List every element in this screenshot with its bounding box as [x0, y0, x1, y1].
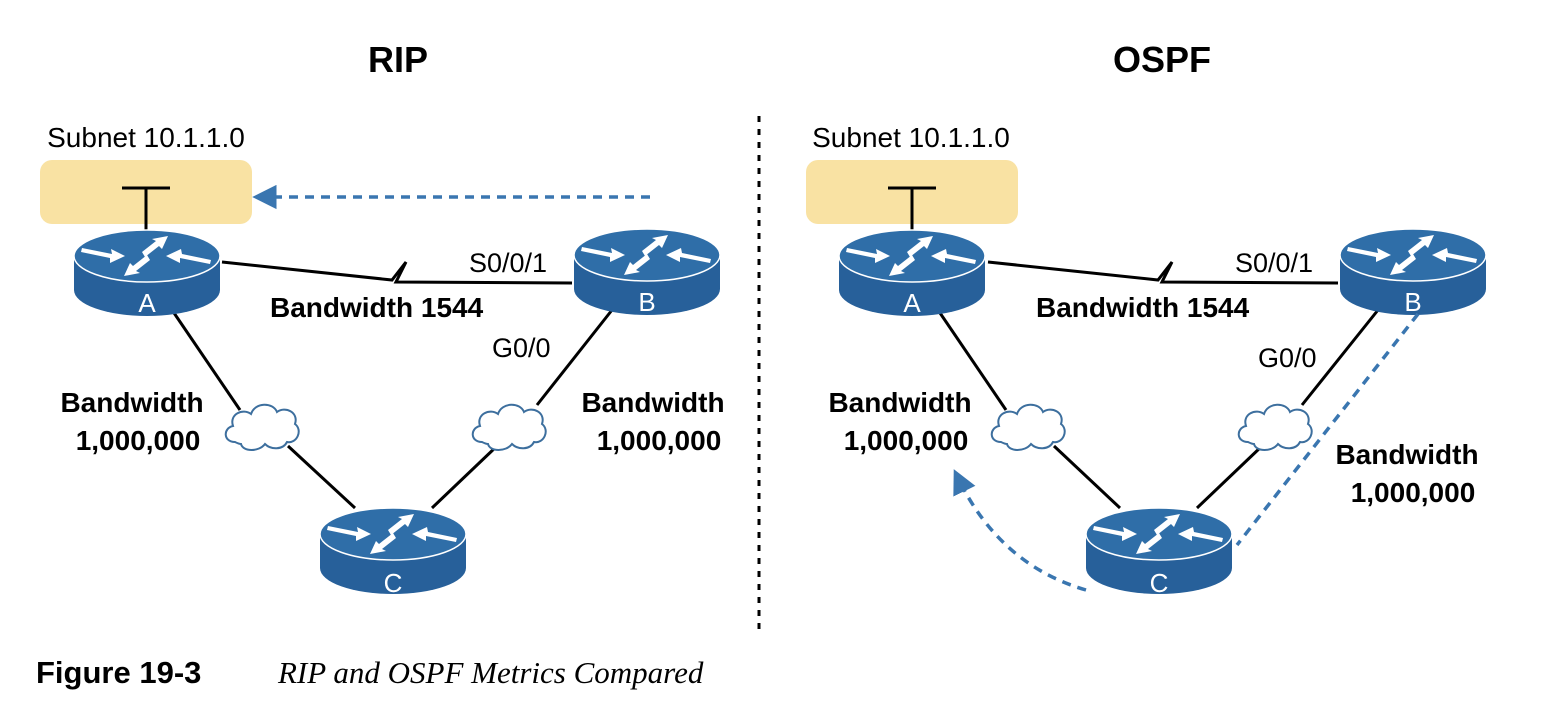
rip-left-bandwidth-value: 1,000,000	[76, 425, 201, 456]
rip-subnet-connector	[122, 186, 170, 232]
ospf-router-c-label: C	[1150, 568, 1169, 598]
rip-router-c-label: C	[384, 568, 403, 598]
rip-link-cloud-b	[535, 309, 614, 406]
ospf-subnet-connector	[888, 186, 936, 232]
ospf-link-c-cloud	[1195, 444, 1264, 510]
rip-interface-s001: S0/0/1	[469, 248, 547, 278]
rip-link-a-cloud	[170, 309, 242, 411]
ospf-right-bandwidth-value: 1,000,000	[1351, 477, 1476, 508]
ospf-panel: OSPF Subnet 10.1.1.0 A B C S0/0/1 Bandwi…	[806, 39, 1487, 598]
rip-right-bandwidth-value: 1,000,000	[597, 425, 722, 456]
ospf-serial-link	[987, 260, 1339, 285]
rip-title: RIP	[368, 39, 428, 80]
ospf-link-cloud-c	[1052, 444, 1122, 510]
ospf-right-bandwidth-word: Bandwidth	[1335, 439, 1478, 470]
figure-caption-label: Figure 19-3	[36, 655, 201, 690]
rip-cloud-left-icon	[224, 403, 300, 452]
rip-subnet-label: Subnet 10.1.1.0	[47, 122, 245, 153]
figure-caption-text: RIP and OSPF Metrics Compared	[277, 655, 704, 690]
ospf-cloud-left-icon	[990, 403, 1066, 452]
rip-serial-bandwidth: Bandwidth 1544	[270, 292, 484, 323]
ospf-title: OSPF	[1113, 39, 1211, 80]
rip-link-c-cloud	[430, 444, 499, 510]
figure-caption: Figure 19-3 RIP and OSPF Metrics Compare…	[36, 655, 704, 690]
ospf-route-path-b-c	[1235, 312, 1420, 547]
ospf-serial-bandwidth: Bandwidth 1544	[1036, 292, 1250, 323]
ospf-left-bandwidth-value: 1,000,000	[844, 425, 969, 456]
rip-router-b-label: B	[638, 287, 655, 317]
rip-cloud-right-icon	[471, 403, 547, 452]
ospf-route-arrow	[953, 469, 1087, 592]
rip-serial-link	[221, 260, 573, 285]
rip-panel: RIP Subnet 10.1.1.0 A B C S0/0/1 Bandwid…	[40, 39, 725, 598]
ospf-link-a-cloud	[936, 309, 1008, 411]
ospf-cloud-right-icon	[1237, 403, 1313, 452]
rip-interface-g00: G0/0	[492, 333, 551, 363]
ospf-router-a-label: A	[903, 288, 921, 318]
ospf-link-cloud-b	[1300, 309, 1380, 406]
ospf-router-b-label: B	[1404, 287, 1421, 317]
rip-right-bandwidth-word: Bandwidth	[581, 387, 724, 418]
rip-router-a-label: A	[138, 288, 156, 318]
rip-left-bandwidth-word: Bandwidth	[60, 387, 203, 418]
ospf-interface-s001: S0/0/1	[1235, 248, 1313, 278]
ospf-interface-g00: G0/0	[1258, 343, 1317, 373]
rip-link-cloud-c	[286, 444, 357, 510]
ospf-left-bandwidth-word: Bandwidth	[828, 387, 971, 418]
ospf-subnet-label: Subnet 10.1.1.0	[812, 122, 1010, 153]
